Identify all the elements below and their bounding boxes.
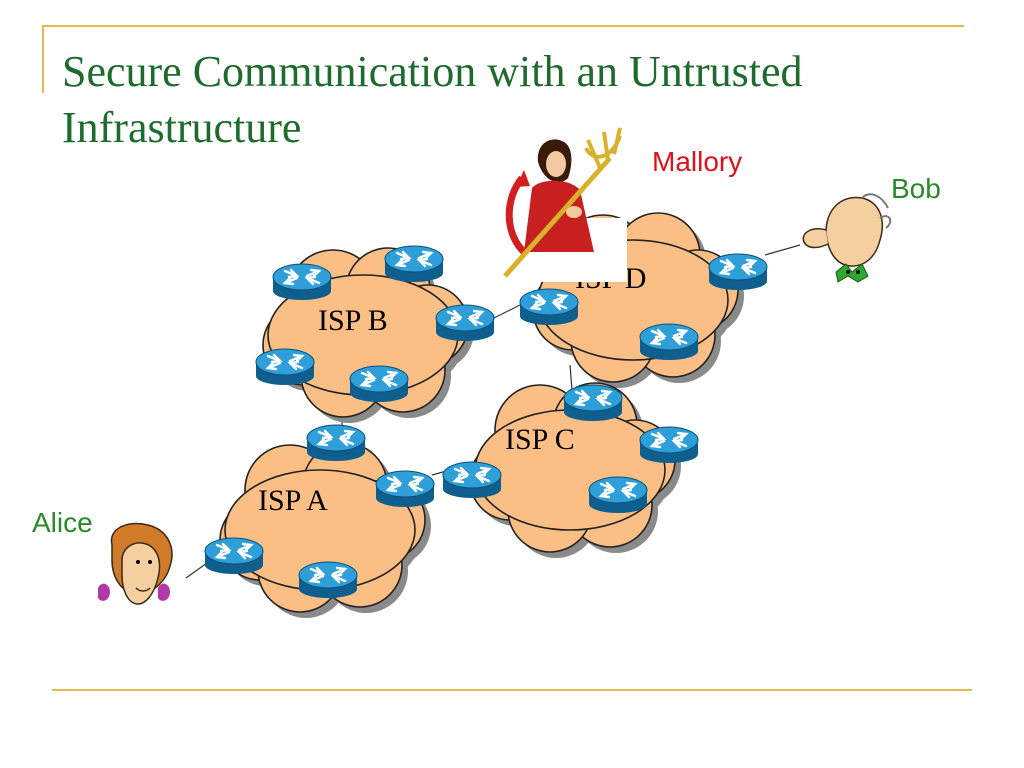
router-icon (348, 364, 410, 404)
router-icon (271, 262, 333, 302)
bob-label: Bob (891, 173, 941, 204)
router-icon (518, 287, 580, 327)
link-ispd-bob (764, 244, 801, 256)
isp-b-label: ISP B (318, 304, 388, 337)
link-ispd-ispc (569, 364, 573, 391)
router-icon (638, 425, 700, 465)
router-icon (305, 423, 367, 463)
slide-title: Secure Communication with an Untrusted I… (62, 44, 982, 156)
link-ispb-ispd (493, 304, 521, 319)
router-icon (638, 322, 700, 362)
mallory-devil-icon (503, 127, 627, 282)
isp-a-label: ISP A (258, 484, 328, 517)
footer-rule (52, 689, 972, 691)
slide-title-line-2: Infrastructure (62, 103, 302, 152)
router-icon (374, 469, 436, 509)
router-icon (434, 303, 496, 343)
router-icon (297, 560, 359, 600)
router-icon (254, 347, 316, 387)
router-icon (383, 244, 445, 284)
router-icon (587, 475, 649, 515)
mallory-label: Mallory (652, 146, 743, 177)
router-icon (441, 460, 503, 500)
bob-cartoon-icon (802, 193, 892, 283)
slide-title-line-1: Secure Communication with an Untrusted (62, 47, 803, 96)
alice-cartoon-icon (98, 522, 173, 605)
router-icon (203, 536, 265, 576)
isp-c-label: ISP C (505, 423, 575, 456)
alice-label: Alice (32, 507, 93, 538)
title-left-rule (42, 25, 44, 93)
router-icon (562, 383, 624, 423)
router-icon (707, 252, 769, 292)
title-top-rule (42, 25, 964, 27)
